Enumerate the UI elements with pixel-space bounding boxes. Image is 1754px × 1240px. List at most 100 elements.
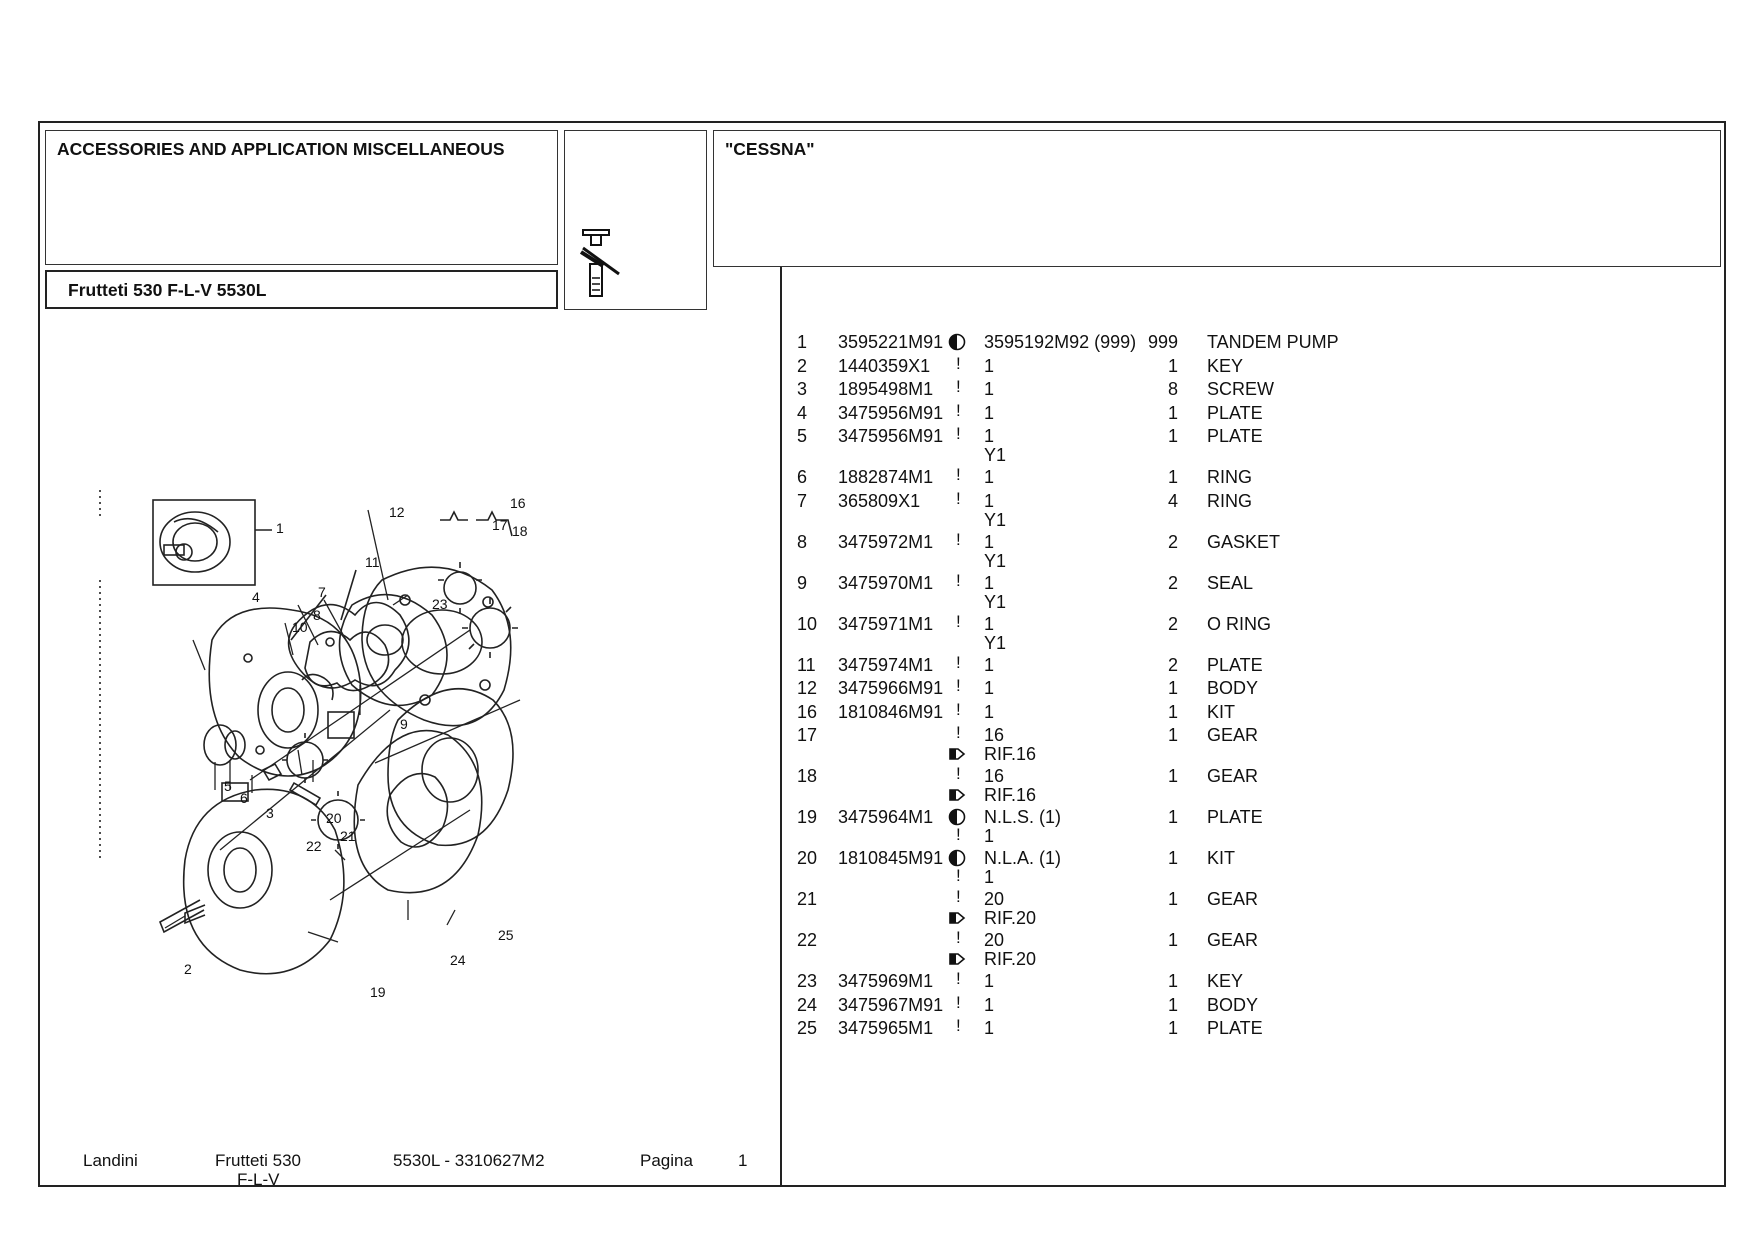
callout-label: 6 xyxy=(240,790,248,806)
part-number: 3475969M1 xyxy=(838,971,934,991)
plate-part-24 xyxy=(353,729,483,894)
callout-label: 3 xyxy=(266,805,274,821)
callout-label: 5 xyxy=(224,778,232,794)
callout-label: 25 xyxy=(498,927,514,943)
part-number: 3475972M1 xyxy=(838,531,934,552)
part-number: 3475956M91 xyxy=(838,402,944,423)
exclamation-icon: ! xyxy=(956,353,961,373)
part-name: SEAL xyxy=(1207,572,1254,593)
part-number: 3475956M91 xyxy=(838,426,944,446)
assembled-pump-drawing xyxy=(159,511,231,573)
ref-number: 2 xyxy=(797,355,808,376)
oring-part-10 xyxy=(301,673,334,701)
part-name: GEAR xyxy=(1207,766,1259,786)
exclamation-icon: ! xyxy=(956,928,961,947)
ref-number: 9 xyxy=(797,572,808,593)
exclamation-icon: ! xyxy=(956,529,961,549)
part-number: 3595221M91 xyxy=(838,332,944,352)
part-subnote: RIF.16 xyxy=(984,744,1037,764)
quantity: 1 xyxy=(1168,426,1179,446)
part-description: 1 xyxy=(984,531,995,552)
ref-number: 22 xyxy=(797,930,818,950)
quantity: 1 xyxy=(1168,807,1179,827)
column-divider xyxy=(780,267,782,1187)
callout-label: 7 xyxy=(318,584,326,600)
part-subnote: Y1 xyxy=(984,509,1007,530)
quantity: 1 xyxy=(1168,678,1179,698)
part-subnote: 1 xyxy=(984,826,995,846)
callout-label: 4 xyxy=(252,589,260,605)
footer-page-label: Pagina xyxy=(640,1151,693,1170)
exclamation-icon: ! xyxy=(956,969,961,988)
ring-part-6 xyxy=(224,730,246,760)
inset-box xyxy=(152,499,256,586)
callout-label: 22 xyxy=(306,838,322,854)
callout-label: 21 xyxy=(340,828,356,844)
body-part-12 xyxy=(361,566,512,727)
footer-model-suffix: F-L-V xyxy=(237,1170,280,1189)
pump-shaft-icon xyxy=(579,229,620,297)
gasket-part-7 xyxy=(287,601,410,689)
part-name: KIT xyxy=(1207,848,1236,868)
part-description: 20 xyxy=(984,889,1005,909)
exclamation-icon: ! xyxy=(956,723,961,742)
part-description: 3595192M92 (999) xyxy=(984,332,1137,352)
part-name: BODY xyxy=(1207,994,1259,1015)
part-description: 1 xyxy=(984,572,995,593)
quantity: 999 xyxy=(1148,332,1179,352)
part-description: N.L.S. (1) xyxy=(984,807,1062,827)
part-subnote: Y1 xyxy=(984,445,1007,465)
ref-number: 8 xyxy=(797,531,808,552)
reference-arrow-icon xyxy=(949,953,966,965)
part-description: 1 xyxy=(984,701,995,722)
part-subnote: Y1 xyxy=(984,550,1007,571)
part-name: BODY xyxy=(1207,678,1259,698)
quantity: 1 xyxy=(1168,930,1179,950)
part-description: 1 xyxy=(984,467,995,487)
quantity: 1 xyxy=(1168,701,1179,722)
part-subnote: Y1 xyxy=(984,632,1007,653)
part-description: 1 xyxy=(984,379,995,399)
part-name: PLATE xyxy=(1207,402,1263,423)
ref-number: 10 xyxy=(797,613,818,634)
exclamation-icon: ! xyxy=(956,611,961,631)
exclamation-icon: ! xyxy=(956,825,961,844)
callout-label: 16 xyxy=(510,495,526,511)
callout-label: 12 xyxy=(389,504,405,520)
ref-number: 19 xyxy=(797,807,818,827)
exclamation-icon: ! xyxy=(956,377,961,396)
callout-label: 20 xyxy=(326,810,342,826)
part-name: KEY xyxy=(1207,355,1244,376)
ref-number: 24 xyxy=(797,994,818,1015)
quantity: 2 xyxy=(1168,654,1179,675)
info-dot-icon xyxy=(948,849,966,867)
exclamation-icon: ! xyxy=(956,764,961,783)
section-title: ACCESSORIES AND APPLICATION MISCELLANEOU… xyxy=(57,139,505,159)
part-number: 1440359X1 xyxy=(838,355,931,376)
ref-number: 4 xyxy=(797,402,808,423)
exploded-pump-diagram xyxy=(99,490,521,975)
part-name: SCREW xyxy=(1207,379,1274,399)
ref-number: 12 xyxy=(797,678,818,698)
part-number: 3475970M1 xyxy=(838,572,934,593)
exclamation-icon: ! xyxy=(956,676,961,695)
ref-number: 1 xyxy=(797,332,808,352)
ref-number: 16 xyxy=(797,701,818,722)
part-number: 1810845M91 xyxy=(838,848,944,868)
ref-number: 7 xyxy=(797,490,808,511)
part-name: GEAR xyxy=(1207,930,1259,950)
part-name: PLATE xyxy=(1207,654,1263,675)
exclamation-icon: ! xyxy=(956,699,961,719)
exclamation-icon: ! xyxy=(956,488,961,508)
part-description: 1 xyxy=(984,654,995,675)
part-number: 3475971M1 xyxy=(838,613,934,634)
exclamation-icon: ! xyxy=(956,570,961,590)
part-name: TANDEM PUMP xyxy=(1207,332,1339,352)
quantity: 1 xyxy=(1168,889,1179,909)
ref-number: 17 xyxy=(797,725,818,745)
page-frame xyxy=(38,121,1726,1187)
part-name: PLATE xyxy=(1207,426,1263,446)
exclamation-icon: ! xyxy=(956,424,961,443)
model-title: Frutteti 530 F-L-V 5530L xyxy=(68,280,267,300)
part-description: 1 xyxy=(984,426,995,446)
